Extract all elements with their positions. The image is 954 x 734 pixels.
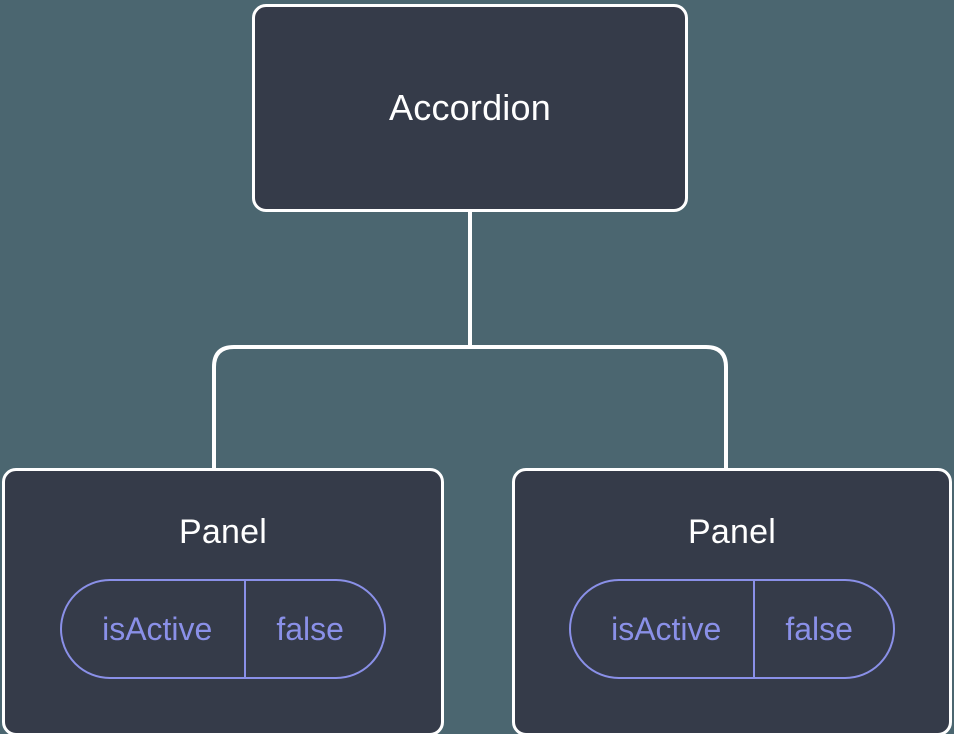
prop-key: isActive [611, 611, 722, 647]
prop-value: false [753, 581, 893, 677]
node-panel-1-props: isActive false [60, 579, 386, 679]
node-panel-2-label: Panel [688, 513, 776, 551]
edge-branch-bracket [212, 345, 728, 470]
node-panel-1[interactable]: Panel isActive false [2, 468, 444, 734]
prop-key: isActive [102, 611, 213, 647]
prop-value: false [244, 581, 384, 677]
prop-badge-isactive[interactable]: isActive false [60, 579, 386, 679]
node-accordion-label: Accordion [389, 87, 551, 128]
node-panel-2-props: isActive false [569, 579, 895, 679]
node-panel-2[interactable]: Panel isActive false [512, 468, 952, 734]
node-panel-1-label: Panel [179, 513, 267, 551]
node-accordion[interactable]: Accordion [252, 4, 688, 212]
prop-badge-isactive[interactable]: isActive false [569, 579, 895, 679]
